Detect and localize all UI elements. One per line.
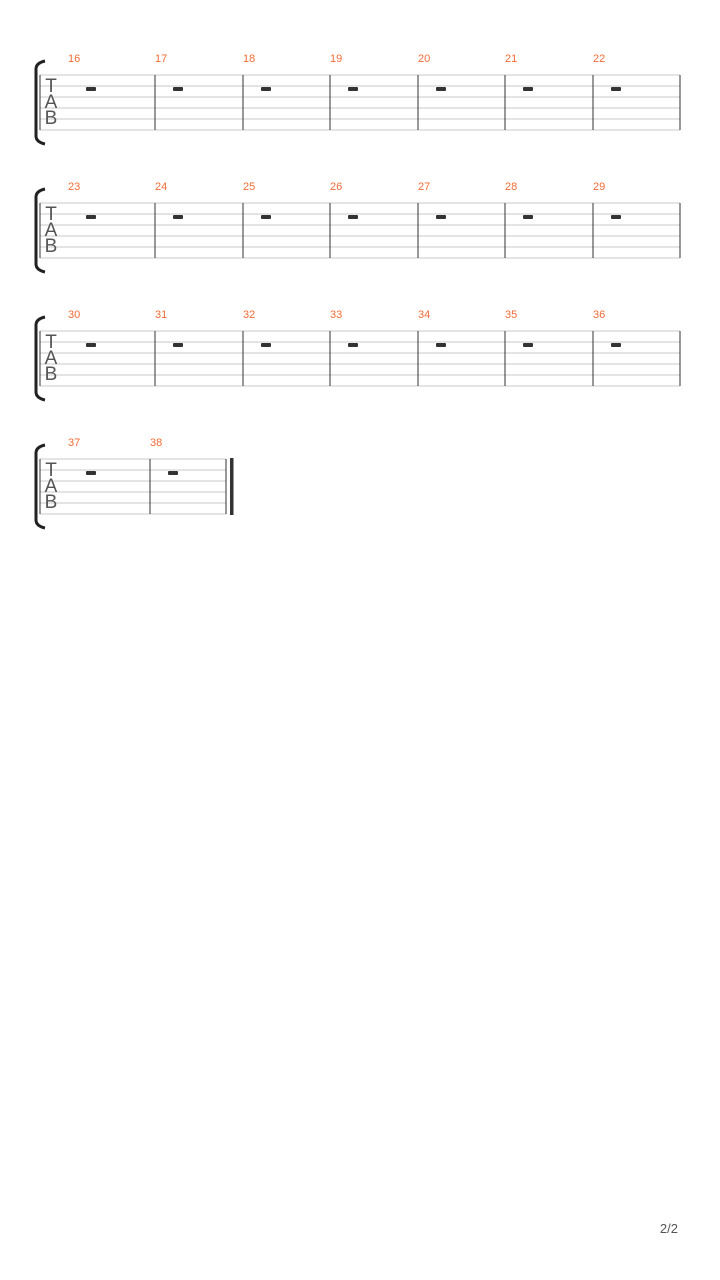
measure-number: 37 xyxy=(68,437,80,449)
whole-rest xyxy=(86,215,96,219)
system-bracket xyxy=(34,59,46,146)
whole-rest xyxy=(168,471,178,475)
measure-number: 20 xyxy=(418,53,430,65)
whole-rest xyxy=(173,87,183,91)
system-bracket xyxy=(34,315,46,402)
measure-number: 36 xyxy=(593,309,605,321)
whole-rest xyxy=(523,87,533,91)
whole-rest xyxy=(523,215,533,219)
whole-rest xyxy=(86,87,96,91)
measure-number: 25 xyxy=(243,181,255,193)
tab-clef-letter: A xyxy=(45,348,58,369)
whole-rest xyxy=(611,343,621,347)
tab-clef-letter: A xyxy=(45,220,58,241)
whole-rest xyxy=(348,343,358,347)
whole-rest xyxy=(173,215,183,219)
whole-rest xyxy=(436,343,446,347)
whole-rest xyxy=(611,87,621,91)
measure-number: 17 xyxy=(155,53,167,65)
whole-rest xyxy=(611,215,621,219)
measure-number: 35 xyxy=(505,309,517,321)
system-bracket xyxy=(34,187,46,274)
measure-number: 21 xyxy=(505,53,517,65)
whole-rest xyxy=(348,87,358,91)
measure-number: 28 xyxy=(505,181,517,193)
tab-clef-letter: B xyxy=(45,492,58,513)
measure-number: 23 xyxy=(68,181,80,193)
measure-number: 38 xyxy=(150,437,162,449)
measure-number: 27 xyxy=(418,181,430,193)
measure-number: 29 xyxy=(593,181,605,193)
whole-rest xyxy=(436,87,446,91)
measure-number: 24 xyxy=(155,181,167,193)
whole-rest xyxy=(261,87,271,91)
measure-number: 16 xyxy=(68,53,80,65)
measure-number: 32 xyxy=(243,309,255,321)
tab-clef-letter: B xyxy=(45,108,58,129)
tab-clef-letter: T xyxy=(45,332,57,353)
tab-clef-letter: T xyxy=(45,76,57,97)
page-number: 2/2 xyxy=(659,1221,678,1236)
whole-rest xyxy=(173,343,183,347)
measure-number: 31 xyxy=(155,309,167,321)
tab-clef-letter: A xyxy=(45,92,58,113)
measure-number: 22 xyxy=(593,53,605,65)
whole-rest xyxy=(86,343,96,347)
tab-clef-letter: B xyxy=(45,236,58,257)
measure-number: 19 xyxy=(330,53,342,65)
measure-number: 18 xyxy=(243,53,255,65)
whole-rest xyxy=(261,343,271,347)
tab-clef-letter: A xyxy=(45,476,58,497)
system-bracket xyxy=(34,443,46,530)
measure-number: 34 xyxy=(418,309,430,321)
whole-rest xyxy=(348,215,358,219)
final-barline xyxy=(230,458,234,515)
whole-rest xyxy=(436,215,446,219)
whole-rest xyxy=(523,343,533,347)
whole-rest xyxy=(86,471,96,475)
measure-number: 30 xyxy=(68,309,80,321)
measure-number: 26 xyxy=(330,181,342,193)
tab-clef-letter: T xyxy=(45,460,57,481)
tab-clef-letter: B xyxy=(45,364,58,385)
tab-clef-letter: T xyxy=(45,204,57,225)
measure-number: 33 xyxy=(330,309,342,321)
whole-rest xyxy=(261,215,271,219)
